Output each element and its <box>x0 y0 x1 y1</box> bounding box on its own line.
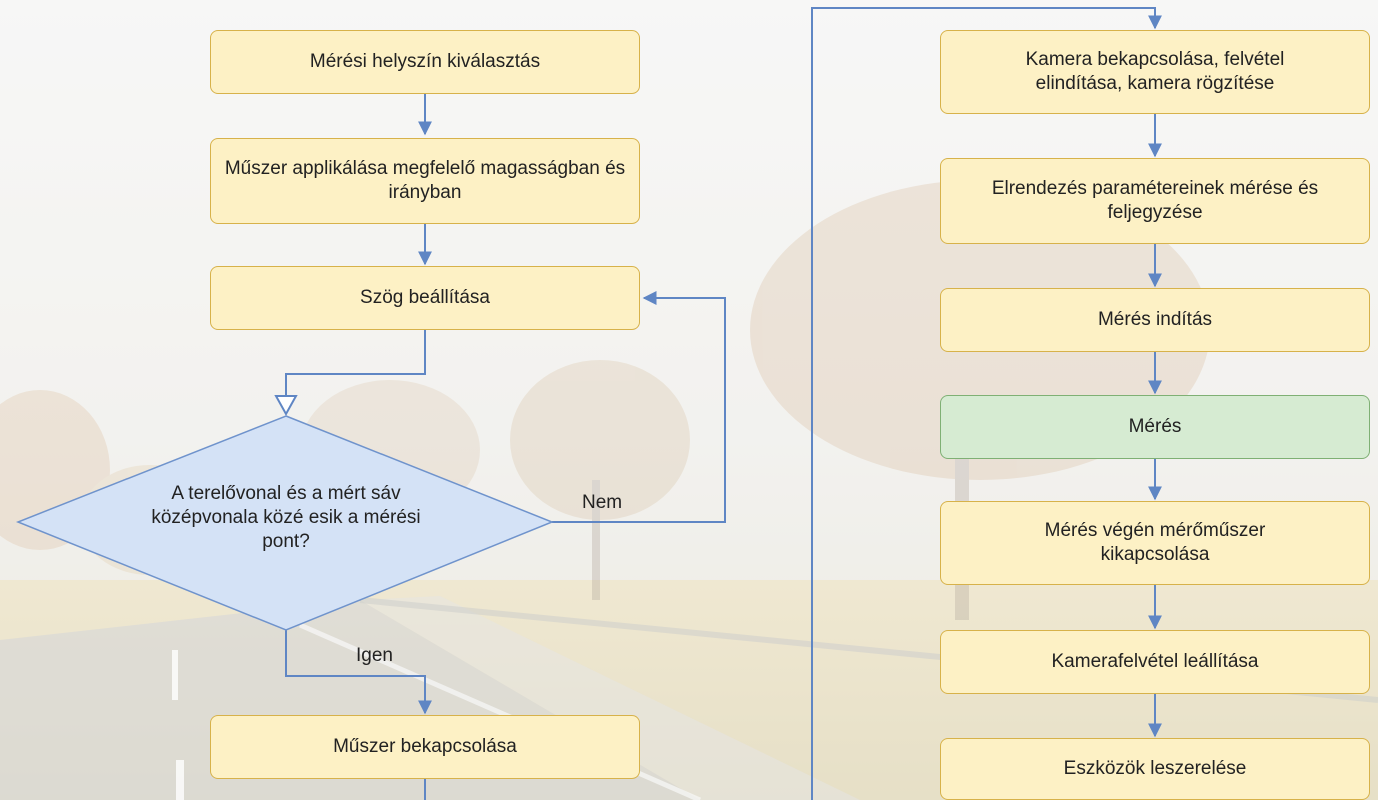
node-site-selection: Mérési helyszín kiválasztás <box>210 30 640 94</box>
node-camera-stop: Kamerafelvétel leállítása <box>940 630 1370 694</box>
node-layout-params: Elrendezés paramétereinek mérése és felj… <box>940 158 1370 244</box>
decision-text: A terelővonal és a mért sáv középvonala … <box>151 483 421 552</box>
edge-label-no: Nem <box>582 492 623 513</box>
node-instrument-on: Műszer bekapcsolása <box>210 715 640 779</box>
node-instrument-apply: Műszer applikálása megfelelő magasságban… <box>210 138 640 224</box>
node-instrument-off: Mérés végén mérőműszer kikapcsolása <box>940 501 1370 585</box>
edge-label-yes: Igen <box>356 645 393 666</box>
node-camera-on: Kamera bekapcsolása, felvétel elindítása… <box>940 30 1370 114</box>
node-dismantle: Eszközök leszerelése <box>940 738 1370 800</box>
node-measure-start: Mérés indítás <box>940 288 1370 352</box>
node-measurement: Mérés <box>940 395 1370 459</box>
node-angle-setting: Szög beállítása <box>210 266 640 330</box>
